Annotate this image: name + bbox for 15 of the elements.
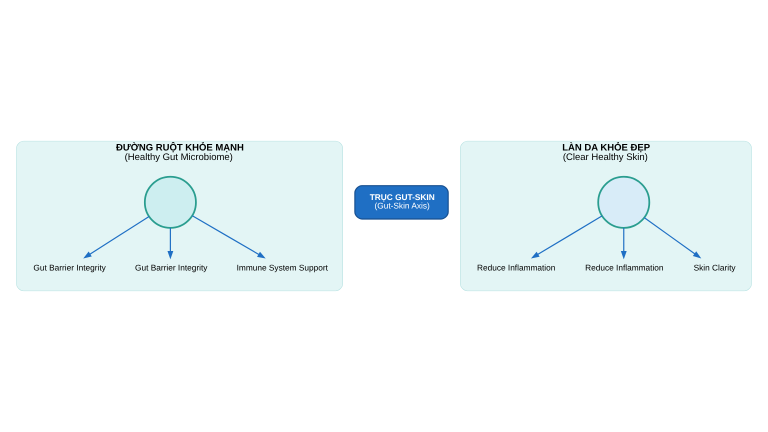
node-text: Immune System Support <box>236 262 328 272</box>
arrow <box>192 215 266 258</box>
arrow <box>620 228 627 260</box>
arrow <box>167 228 174 260</box>
node-circle <box>144 176 197 229</box>
arrow <box>644 217 702 259</box>
node-circle <box>597 176 650 229</box>
node-text: Gut Barrier Integrity <box>33 262 106 272</box>
arrow <box>83 216 150 258</box>
node-text: Gut Barrier Integrity <box>135 262 208 272</box>
node-text: Reduce Inflammation <box>476 262 556 272</box>
node-box: TRỤC GUT-SKIN (Gut-Skin Axis) <box>354 185 449 220</box>
node-text: Reduce Inflammation <box>585 262 664 272</box>
arrow <box>530 216 602 258</box>
node-text: Skin Clarity <box>694 262 736 272</box>
